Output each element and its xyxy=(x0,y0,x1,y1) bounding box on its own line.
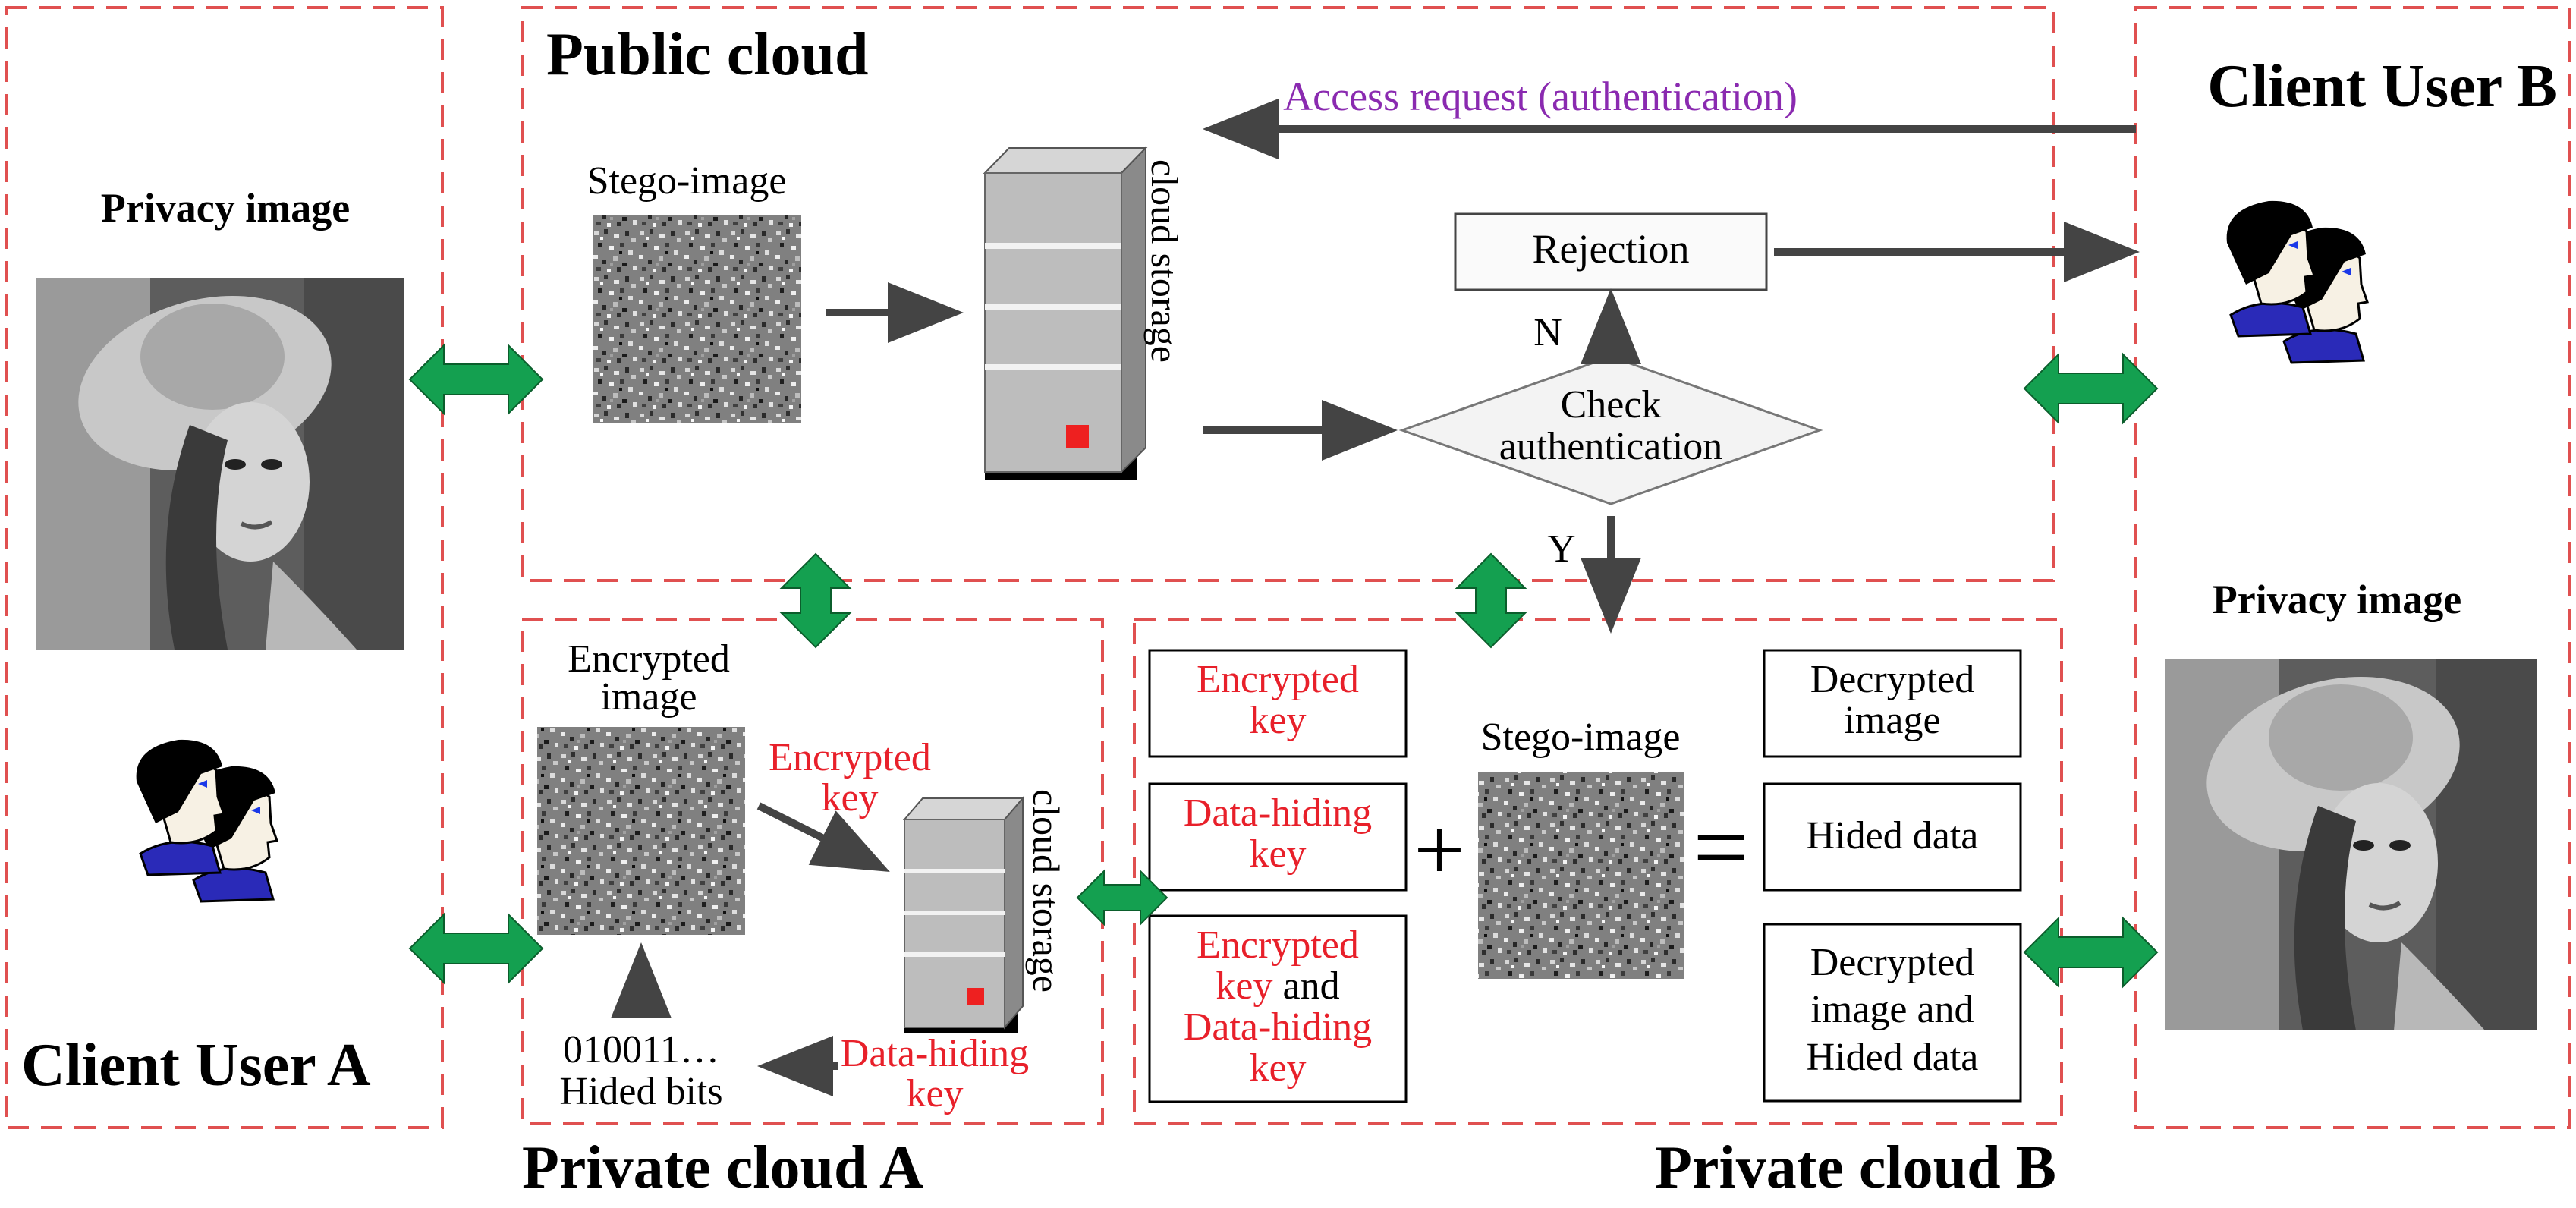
private-a-cloud-storage-server xyxy=(902,796,1025,1033)
check-line2: authentication xyxy=(1499,425,1723,468)
private-cloud-a-title: Private cloud A xyxy=(522,1134,923,1201)
client-b-privacy-image xyxy=(2165,659,2537,1030)
green-double-arrows xyxy=(408,343,2159,989)
pb-key-box-both xyxy=(1148,914,1408,1103)
rejection-label: Rejection xyxy=(1533,226,1690,272)
client-a-border xyxy=(5,6,444,1129)
pb-out3-line2: image and xyxy=(1810,988,1974,1031)
pb-key3-line4: key xyxy=(1249,1046,1306,1090)
public-cloud-storage-label: cloud storage xyxy=(1143,159,1186,363)
pb-out1-line1: Decrypted xyxy=(1810,658,1975,701)
public-stego-label: Stego-image xyxy=(587,159,787,203)
access-request-label: Access request (authentication) xyxy=(1283,74,1798,119)
pb-key2-line1: Data-hiding xyxy=(1184,791,1372,835)
private-a-encrypted-key-line1: Encrypted xyxy=(769,736,931,779)
pb-key1-line1: Encrypted xyxy=(1197,658,1359,701)
client-user-a-title: Client User A xyxy=(21,1032,371,1099)
pb-key1-line2: key xyxy=(1249,699,1306,742)
private-a-bits: 010011… xyxy=(563,1028,719,1071)
green-arrow-clienta-private-a xyxy=(408,912,544,985)
private-a-hided-bits: Hided bits xyxy=(559,1070,722,1113)
green-arrow-private-b-client-b xyxy=(2023,916,2159,989)
client-a-users-icon xyxy=(136,739,279,903)
pb-key3-line2: key and xyxy=(1216,964,1339,1008)
pb-out3-line1: Decrypted xyxy=(1810,941,1975,984)
private-a-datahiding-key-line1: Data-hiding xyxy=(841,1032,1029,1075)
pb-key3-line2a: key xyxy=(1216,964,1272,1008)
pb-key2-line2: key xyxy=(1249,832,1306,876)
public-cloud-border xyxy=(521,6,2055,582)
pb-out-box-decrypted-image xyxy=(1763,649,2022,758)
rejection-box xyxy=(1454,212,1768,291)
arrow-encrypted-key-to-storage xyxy=(756,802,890,872)
private-cloud-b-title: Private cloud B xyxy=(1655,1134,2056,1201)
pb-key-box-datahiding xyxy=(1148,782,1408,892)
pb-plus-sign: + xyxy=(1414,799,1465,900)
encrypted-image-line1: Encrypted xyxy=(568,637,730,681)
pb-key3-line2b: and xyxy=(1273,964,1340,1008)
green-arrow-public-private-b-vertical xyxy=(1455,552,1527,649)
branch-y-label: Y xyxy=(1547,527,1576,571)
client-b-privacy-label: Privacy image xyxy=(2213,577,2461,622)
check-authentication-diamond xyxy=(1398,355,1823,505)
pb-stego-label: Stego-image xyxy=(1481,716,1681,759)
branch-n-label: N xyxy=(1533,311,1562,354)
client-a-privacy-image xyxy=(36,278,404,650)
pb-out-box-hided-data xyxy=(1763,782,2022,892)
pb-key3-line3: Data-hiding xyxy=(1184,1005,1372,1049)
public-cloud-storage-server xyxy=(983,146,1148,480)
public-cloud-title: Public cloud xyxy=(546,21,869,88)
pb-key3-line1: Encrypted xyxy=(1197,923,1359,967)
private-a-datahiding-key-line2: key xyxy=(906,1072,963,1115)
private-a-cloud-storage-label: cloud storage xyxy=(1025,789,1068,993)
pb-out1-line2: image xyxy=(1844,699,1940,742)
encrypted-image-line2: image xyxy=(600,675,697,719)
client-b-users-icon xyxy=(2226,200,2370,364)
green-arrow-public-client-b xyxy=(2023,352,2159,425)
private-cloud-a-border xyxy=(521,618,1104,1125)
pb-stego-image xyxy=(1478,772,1684,979)
pb-out3-line3: Hided data xyxy=(1807,1036,1979,1079)
pb-out2-label: Hided data xyxy=(1807,814,1979,857)
private-a-encrypted-image xyxy=(537,727,745,935)
region-borders xyxy=(5,6,2571,1129)
green-arrow-private-a-private-b xyxy=(1076,869,1168,926)
pb-out-box-both xyxy=(1763,923,2022,1103)
client-user-b-title: Client User B xyxy=(2207,53,2557,120)
private-cloud-b-border xyxy=(1133,618,2063,1125)
check-line1: Check xyxy=(1561,383,1662,426)
client-b-border xyxy=(2134,6,2571,1129)
pb-key-box-encrypted xyxy=(1148,649,1408,758)
private-a-encrypted-key-line2: key xyxy=(821,776,878,819)
public-stego-image xyxy=(593,215,801,423)
green-arrow-clienta-public xyxy=(408,343,544,416)
green-arrow-public-private-a-vertical xyxy=(779,552,852,649)
pb-equals-sign: = xyxy=(1693,793,1748,902)
client-a-privacy-label: Privacy image xyxy=(101,185,350,231)
